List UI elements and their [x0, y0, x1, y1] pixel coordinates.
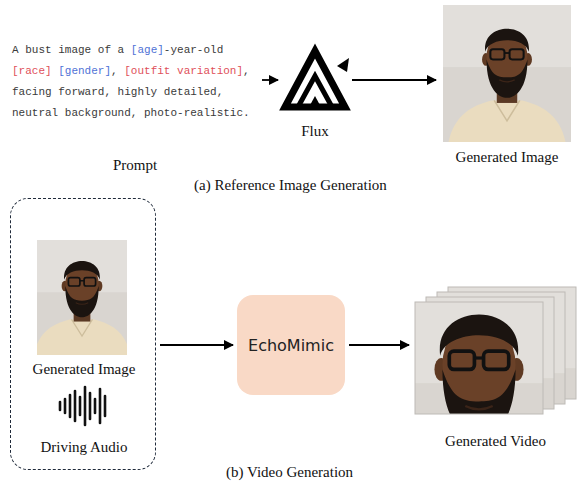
portrait-photo [30, 240, 135, 355]
prompt-text: A bust image of a [age]-year-old [race] … [12, 40, 256, 124]
prompt-block: A bust image of a [age]-year-old [race] … [12, 40, 258, 175]
video-node: Generated Video [413, 285, 578, 450]
sub-caption: (a) Reference Image Generation [194, 177, 387, 194]
prompt-run: -year-old [164, 44, 223, 56]
video-frames [365, 254, 582, 486]
prompt-run: [age] [131, 44, 164, 56]
audio-node: Driving Audio [29, 384, 139, 456]
prompt-run: [gender] [58, 65, 111, 77]
image-node: Generated Image [29, 239, 139, 378]
node-label: Prompt [113, 157, 157, 174]
model-name: EchoMimic [248, 336, 334, 355]
node-label: Driving Audio [40, 439, 127, 456]
prompt-run: [outfit variation] [124, 65, 243, 77]
flux-logo [285, 51, 349, 107]
image-node: Generated Image [440, 4, 574, 166]
model-box: EchoMimic [237, 295, 345, 395]
prompt-run: , [111, 65, 124, 77]
node-label: Generated Image [33, 361, 136, 378]
flow-arrow [160, 344, 233, 346]
node-label: Flux [301, 123, 329, 140]
portrait-photo [443, 3, 571, 144]
flow-arrow [349, 344, 409, 346]
sub-caption: (b) Video Generation [226, 464, 353, 481]
model-logo: Flux [282, 40, 348, 140]
prompt-run: [race] [12, 65, 52, 77]
flow-arrow [262, 79, 278, 81]
node-label: Generated Video [445, 433, 546, 450]
flow-arrow [352, 79, 436, 81]
node-label: Generated Image [456, 149, 559, 166]
input-group: Generated ImageDriving Audio [10, 198, 156, 470]
audio-waveform [60, 387, 105, 425]
prompt-run: A bust image of a [12, 44, 131, 56]
prompt-run [52, 65, 59, 77]
